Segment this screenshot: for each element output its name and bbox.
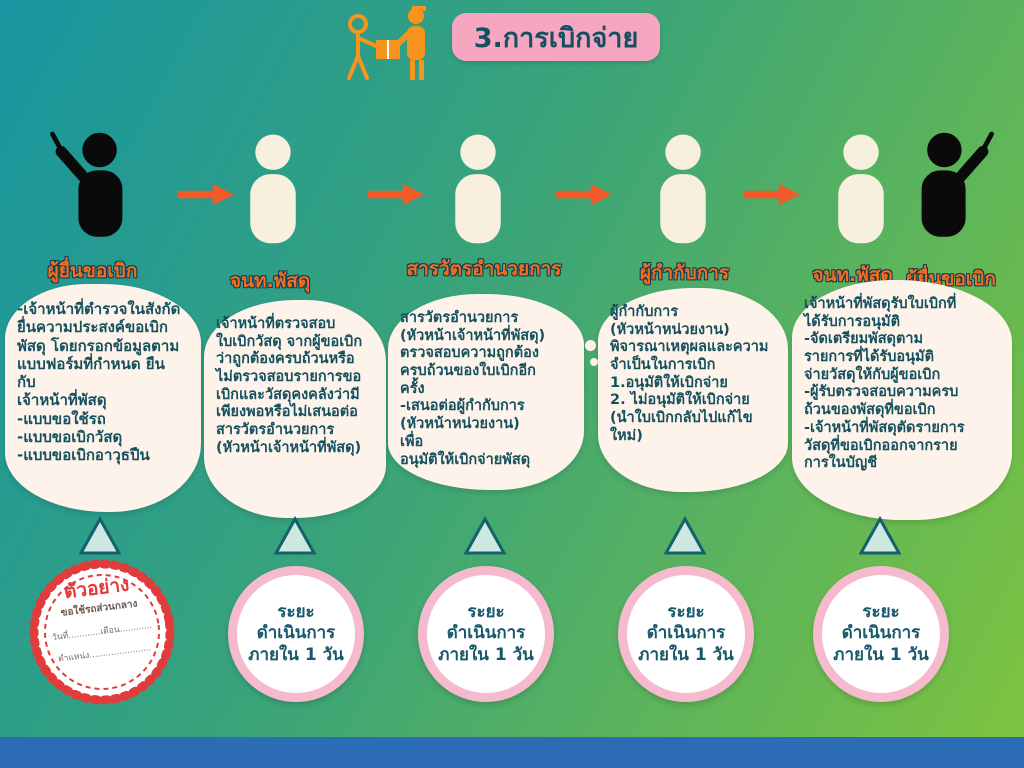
- up-arrow-icon: [663, 515, 707, 556]
- arrow-right-icon: [176, 182, 236, 208]
- person-icon: [818, 132, 904, 250]
- processing-time-text: ระยะ ดำเนินการ ภายใน 1 วัน: [638, 602, 734, 665]
- person-icon: [640, 132, 726, 250]
- up-arrow-icon: [463, 515, 507, 556]
- bubble-tail-dot: [585, 340, 596, 351]
- up-arrow-icon: [273, 515, 317, 556]
- processing-time-text: ระยะ ดำเนินการ ภายใน 1 วัน: [248, 602, 344, 665]
- person-icon: [230, 132, 316, 250]
- presenter-person-icon: [50, 122, 146, 250]
- step-bubble-3: สารวัตรอำนวยการ (หัวหน้าเจ้าหน้าที่พัสดุ…: [388, 294, 584, 490]
- processing-time-text: ระยะ ดำเนินการ ภายใน 1 วัน: [833, 602, 929, 665]
- arrow-right-icon: [742, 182, 802, 208]
- person-icon: [435, 132, 521, 250]
- role-label-supply-officer: จนท.พัสดุ: [229, 270, 311, 292]
- presenter-person-icon: [898, 122, 994, 250]
- bubble-tail-dot: [590, 358, 598, 366]
- processing-time-circle: ระยะ ดำเนินการ ภายใน 1 วัน: [618, 566, 754, 702]
- up-arrow-icon: [858, 515, 902, 556]
- example-document-stamp: ตัวอย่าง ขอใช้รถส่วนกลาง วันที่.........…: [17, 547, 186, 716]
- step-bubble-5: เจ้าหน้าที่พัสดุรับใบเบิกที่ ได้รับการอน…: [792, 280, 1012, 520]
- role-label-admin-inspector: สารวัตรอำนวยการ: [406, 258, 562, 280]
- arrow-right-icon: [554, 182, 614, 208]
- page-title: 3.การเบิกจ่าย: [452, 13, 660, 61]
- step-bubble-2: เจ้าหน้าที่ตรวจสอบ ใบเบิกวัสดุ จากผู้ขอเ…: [204, 300, 386, 518]
- processing-time-text: ระยะ ดำเนินการ ภายใน 1 วัน: [438, 602, 534, 665]
- stamp-content: ตัวอย่าง ขอใช้รถส่วนกลาง วันที่.........…: [36, 571, 169, 695]
- role-label-superintendent: ผู้กำกับการ: [639, 262, 730, 284]
- bubble-tail-dot: [1000, 346, 1010, 356]
- delivery-handoff-icon: [340, 4, 440, 80]
- processing-time-circle: ระยะ ดำเนินการ ภายใน 1 วัน: [813, 566, 949, 702]
- step-bubble-1: -เจ้าหน้าที่ตำรวจในสังกัด ยื่นความประสงค…: [5, 284, 201, 512]
- processing-time-circle: ระยะ ดำเนินการ ภายใน 1 วัน: [418, 566, 554, 702]
- step-bubble-4: ผู้กำกับการ (หัวหน้าหน่วยงาน) พิจารณาเหต…: [598, 288, 788, 492]
- role-label-requester: ผู้ยื่นขอเบิก: [47, 260, 138, 282]
- arrow-right-icon: [366, 182, 426, 208]
- footer-bar: [0, 737, 1024, 768]
- processing-time-circle: ระยะ ดำเนินการ ภายใน 1 วัน: [228, 566, 364, 702]
- up-arrow-icon: [78, 515, 122, 556]
- page-title-text: 3.การเบิกจ่าย: [473, 22, 639, 54]
